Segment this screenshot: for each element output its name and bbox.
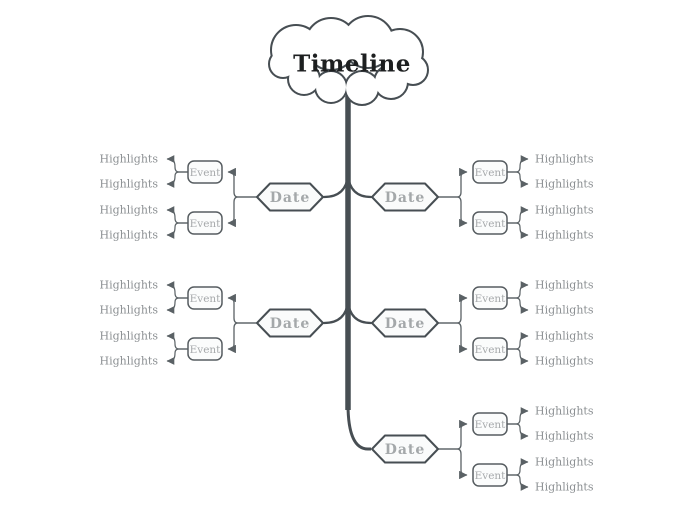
event-boxes bbox=[187, 160, 508, 487]
highlight-label: Highlights bbox=[535, 354, 594, 368]
highlight-label: Highlights bbox=[99, 278, 158, 292]
event-box bbox=[472, 286, 508, 310]
highlight-label: Highlights bbox=[535, 152, 594, 166]
date-hexagon bbox=[371, 182, 439, 212]
event-node-label: Event bbox=[474, 218, 506, 230]
highlight-label: Highlights bbox=[535, 455, 594, 469]
highlight-label: Highlights bbox=[535, 177, 594, 191]
timeline-title: Timeline bbox=[293, 50, 411, 78]
event-box bbox=[187, 337, 223, 361]
event-box bbox=[472, 412, 508, 436]
date-hexagon bbox=[256, 182, 324, 212]
date-hexagon bbox=[371, 308, 439, 338]
highlight-label: Highlights bbox=[99, 203, 158, 217]
date-event-connectors bbox=[227, 167, 468, 480]
highlight-label: Highlights bbox=[99, 354, 158, 368]
date-node-label: Date bbox=[384, 316, 426, 332]
highlight-label: Highlights bbox=[99, 303, 158, 317]
event-box bbox=[187, 160, 223, 184]
event-node-label: Event bbox=[474, 470, 506, 482]
event-node-label: Event bbox=[474, 419, 506, 431]
highlight-label: Highlights bbox=[535, 404, 594, 418]
cloud-shape bbox=[268, 15, 429, 106]
trunk-line bbox=[345, 96, 371, 451]
highlight-label: Highlights bbox=[99, 152, 158, 166]
branch-junction-curves bbox=[322, 173, 373, 325]
highlight-label: Highlights bbox=[535, 303, 594, 317]
event-box bbox=[187, 211, 223, 235]
highlight-label: Highlights bbox=[535, 429, 594, 443]
date-node-label: Date bbox=[269, 190, 311, 206]
event-node-label: Event bbox=[189, 218, 221, 230]
event-box bbox=[472, 160, 508, 184]
highlight-label: Highlights bbox=[535, 228, 594, 242]
date-node-label: Date bbox=[269, 316, 311, 332]
event-node-label: Event bbox=[189, 167, 221, 179]
highlight-label: Highlights bbox=[99, 177, 158, 191]
event-node-label: Event bbox=[474, 167, 506, 179]
highlight-label: Highlights bbox=[99, 329, 158, 343]
event-node-label: Event bbox=[474, 293, 506, 305]
event-node-label: Event bbox=[189, 344, 221, 356]
event-node-label: Event bbox=[474, 344, 506, 356]
highlight-label: Highlights bbox=[535, 203, 594, 217]
date-node-label: Date bbox=[384, 190, 426, 206]
event-box bbox=[187, 286, 223, 310]
highlight-label: Highlights bbox=[535, 278, 594, 292]
highlight-label: Highlights bbox=[535, 480, 594, 494]
highlight-label: Highlights bbox=[535, 329, 594, 343]
event-box bbox=[472, 211, 508, 235]
event-node-label: Event bbox=[189, 293, 221, 305]
date-hexagon bbox=[256, 308, 324, 338]
date-node-label: Date bbox=[384, 442, 426, 458]
event-box bbox=[472, 463, 508, 487]
date-hexagon bbox=[371, 434, 439, 464]
highlight-label: Highlights bbox=[99, 228, 158, 242]
event-box bbox=[472, 337, 508, 361]
event-highlight-connectors bbox=[166, 155, 529, 491]
date-hexagons bbox=[256, 182, 439, 464]
